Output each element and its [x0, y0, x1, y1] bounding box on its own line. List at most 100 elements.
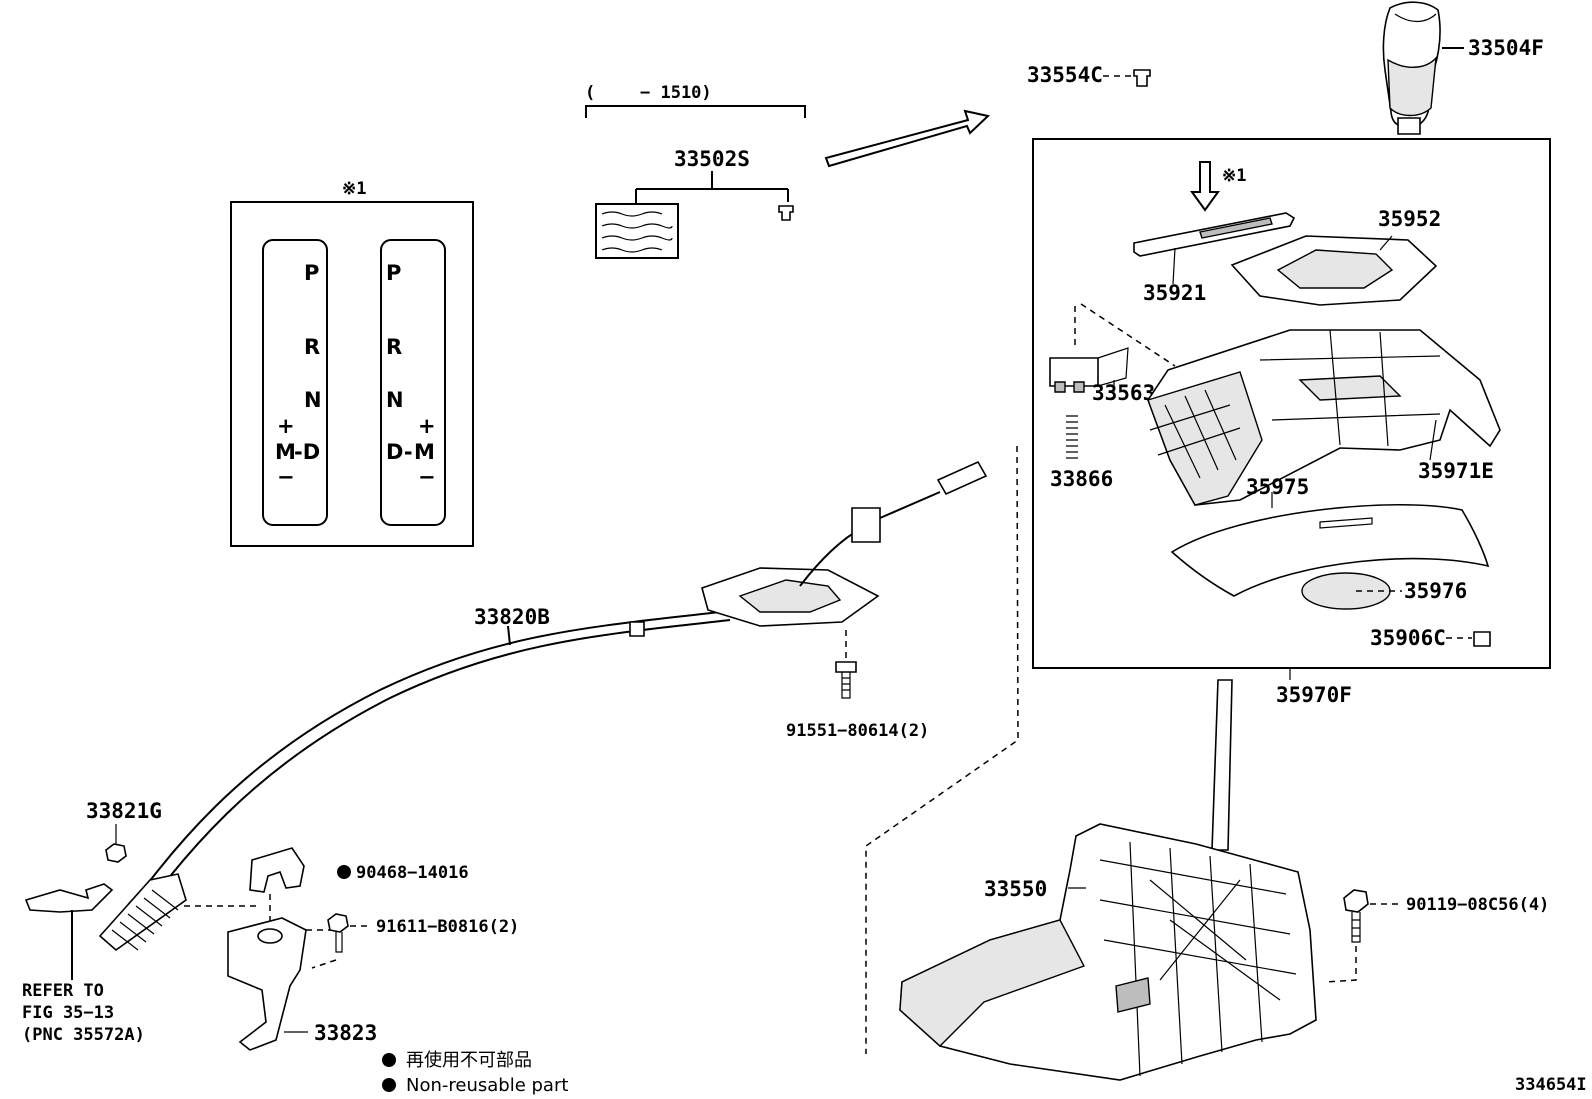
right-gate-d: D- — [386, 440, 413, 464]
bracket-35572a — [24, 883, 114, 913]
emblem-plate — [595, 203, 679, 259]
part-label-35906c: 35906C — [1370, 626, 1446, 650]
leader-35952 — [1379, 235, 1393, 251]
cable-end-eye — [936, 460, 988, 496]
shift-knob-33504f: 33504F — [1382, 1, 1544, 135]
grommet-boot — [738, 579, 842, 613]
pointer-arrow — [824, 109, 991, 168]
right-gate-p: P — [386, 261, 401, 285]
date-range-end: − 1510) — [640, 83, 712, 103]
part-label-35976: 35976 — [1404, 579, 1467, 603]
cable-ferrule — [629, 621, 645, 637]
gate-box-frame — [230, 201, 474, 547]
left-gate-m: M — [275, 440, 296, 464]
bolt-90119-head — [1343, 889, 1369, 913]
part-label-35975: 35975 — [1246, 475, 1309, 499]
part-label-35970f: 35970F — [1276, 683, 1352, 707]
leader-33820b — [507, 625, 511, 646]
part-label-33504f: 33504F — [1468, 36, 1544, 60]
shift-gate-box: ※1 P R N + M -D − P R N + D- M − — [230, 179, 474, 547]
shift-lever — [1211, 679, 1233, 851]
clip-33554c — [1133, 69, 1151, 87]
left-gate-n: N — [304, 388, 322, 412]
part-label-33820b: 33820B — [474, 605, 550, 629]
guide-cable-bracket — [184, 894, 271, 922]
housing-panel-grid — [1149, 389, 1241, 479]
housing-front-panel — [1147, 371, 1263, 506]
legend-dot-jp — [382, 1053, 396, 1067]
part-label-90468: 90468−14016 — [356, 863, 469, 883]
legend-jp: 再使用不可部品 — [406, 1050, 532, 1071]
bolt-91551-shank — [841, 672, 851, 699]
spring-33866 — [1066, 415, 1078, 459]
gate-box-marker: ※1 — [342, 179, 366, 199]
emblem-texture — [601, 211, 673, 253]
left-gate-plus: + — [277, 414, 295, 438]
guide-33563 — [1080, 303, 1176, 367]
right-gate-n: N — [386, 388, 404, 412]
part-label-91611: 91611−B0816(2) — [376, 917, 519, 937]
left-gate-plate — [262, 239, 328, 526]
console-inset: ※1 35921 35952 33563 33866 35971E — [1032, 138, 1551, 669]
cable-line-a — [109, 611, 721, 936]
part-label-91551: 91551−80614(2) — [786, 721, 929, 741]
bracket-33823 — [227, 917, 307, 1051]
date-range-bracket — [585, 105, 806, 118]
shift-cable-33820b: 33820B — [98, 460, 988, 952]
right-gate-m: M — [414, 440, 435, 464]
knob-top-line — [1394, 13, 1437, 23]
guide-33823 — [306, 929, 338, 969]
refer-line-1: REFER TO — [22, 981, 104, 1001]
emblem-group-33502s: ( − 1510) 33502S — [585, 83, 806, 259]
knob-grip — [1387, 55, 1437, 117]
bolt-91611-shank — [335, 932, 343, 953]
seal-35976 — [1301, 572, 1391, 610]
right-gate-plate — [380, 239, 446, 526]
part-label-90119: 90119−08C56(4) — [1406, 895, 1549, 915]
cover-35975 — [1170, 504, 1490, 597]
indicator-arrow — [1190, 161, 1220, 212]
bolt-91551-head — [835, 661, 857, 673]
bracket-hole — [257, 928, 283, 944]
shifter-base-33550: 33550 — [899, 679, 1317, 1081]
guide-shifter — [865, 445, 1019, 1054]
bolt-91611-head — [327, 913, 349, 933]
shifter-front-shroud — [899, 919, 1085, 1047]
console-inset-frame — [1032, 138, 1551, 669]
part-label-35952: 35952 — [1378, 207, 1441, 231]
date-range-open: ( — [585, 83, 595, 103]
leader-35971e — [1429, 419, 1437, 461]
switch-pins — [1054, 381, 1085, 393]
leader-35921 — [1172, 247, 1176, 285]
indicator-lens — [1199, 217, 1273, 239]
cable-line-b — [121, 619, 731, 941]
figure-id: 334654I — [1515, 1075, 1587, 1095]
nut-33821g — [105, 843, 127, 863]
clip-35906c — [1473, 631, 1491, 647]
left-gate-d: -D — [294, 440, 320, 464]
part-label-33821g: 33821G — [86, 799, 162, 823]
boot-ribs — [111, 889, 179, 951]
right-gate-r: R — [386, 335, 402, 359]
leader-33502s — [635, 171, 789, 204]
shifter-housing — [899, 823, 1317, 1081]
part-label-35971e: 35971E — [1418, 459, 1494, 483]
cover-slot — [1319, 517, 1373, 529]
refer-line-3: (PNC 35572A) — [22, 1025, 145, 1045]
refer-line-2: FIG 35−13 — [22, 1003, 114, 1023]
part-label-33866: 33866 — [1050, 467, 1113, 491]
right-gate-plus: + — [418, 414, 436, 438]
legend-en: Non-reusable part — [406, 1075, 568, 1096]
guide-90119 — [1325, 946, 1357, 983]
part-label-33554c: 33554C — [1027, 63, 1103, 87]
right-gate-minus: − — [418, 465, 436, 489]
housing-cross-braces — [1149, 879, 1281, 1001]
plate-slot — [1276, 249, 1394, 289]
part-label-35921: 35921 — [1143, 281, 1206, 305]
knob-boot — [1397, 117, 1421, 135]
housing-connector — [1115, 977, 1151, 1013]
cable-sleeve — [851, 507, 881, 543]
legend-dot-en — [382, 1078, 396, 1092]
left-gate-minus: − — [277, 465, 295, 489]
